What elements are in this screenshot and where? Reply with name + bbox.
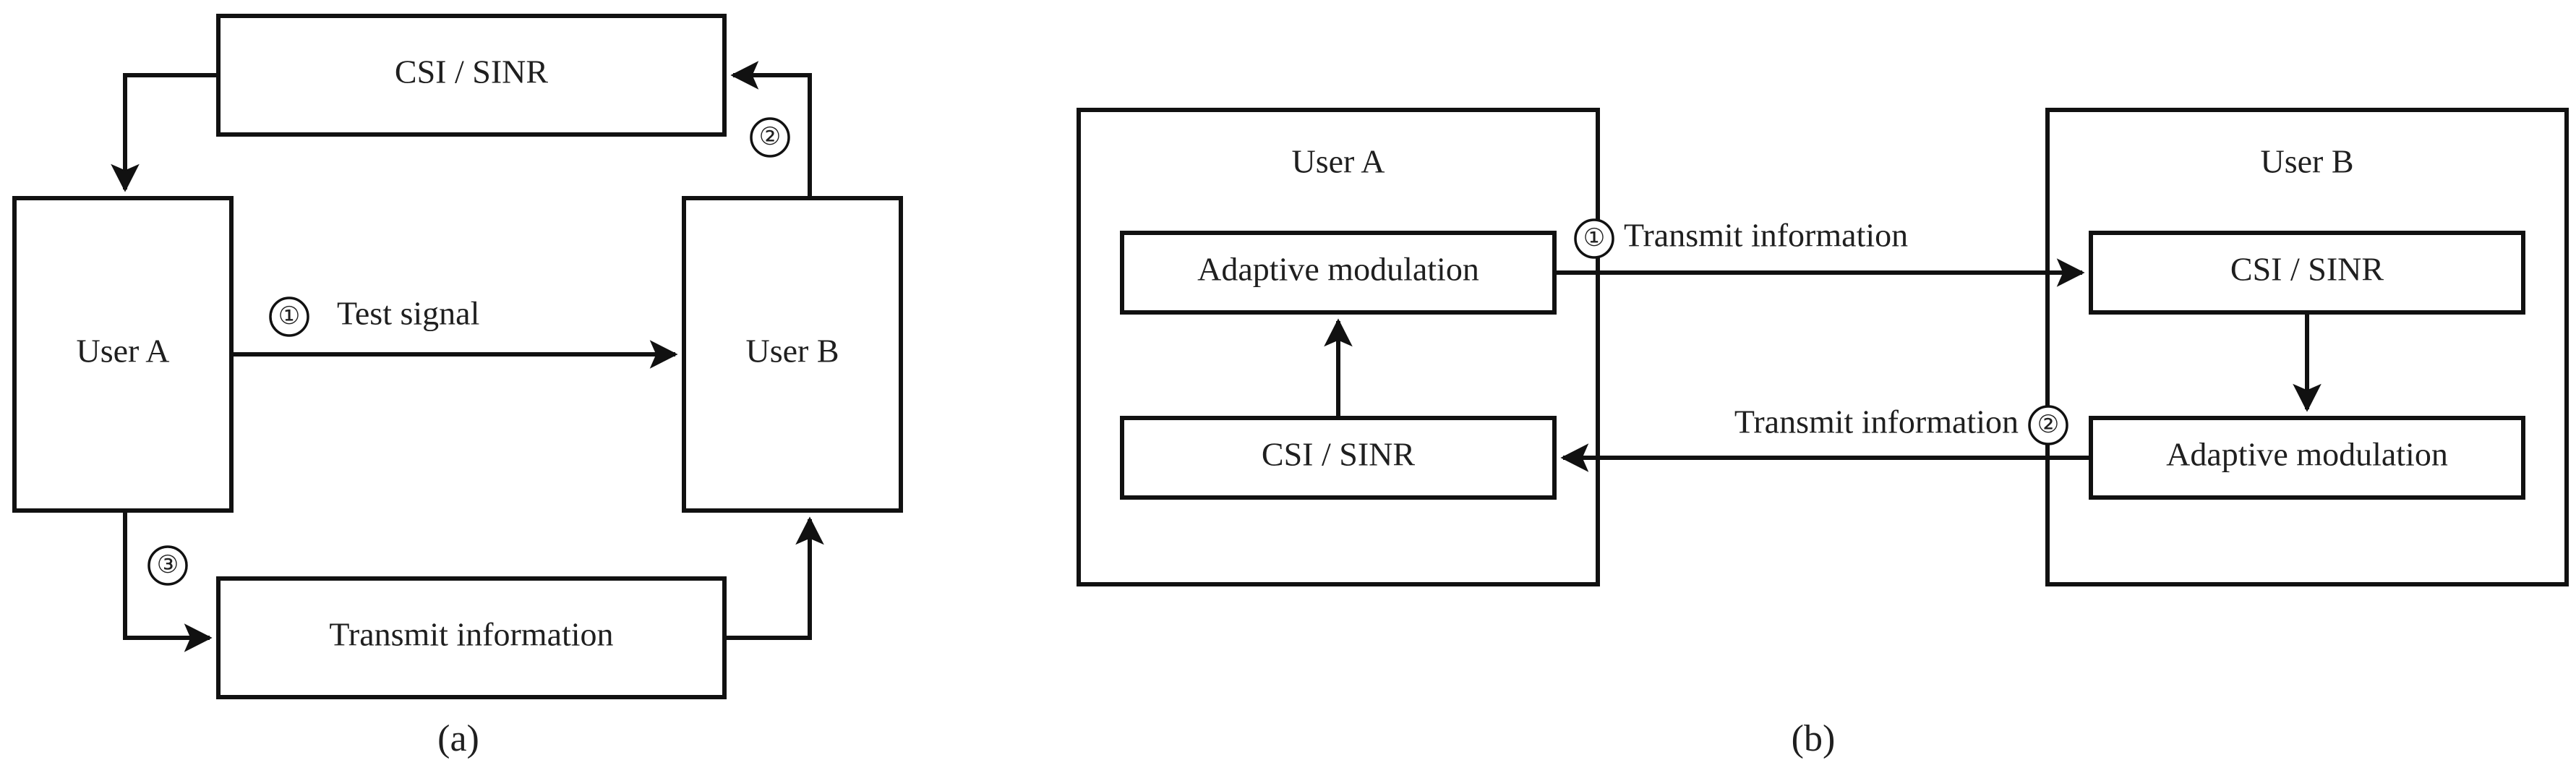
panel-a-edge-userb-to-csi xyxy=(730,61,812,198)
panel-a-marker-one xyxy=(269,296,309,337)
panel-a-marker-three xyxy=(147,545,188,586)
panel-b-user-b-title: User B xyxy=(2260,143,2353,180)
panel-a-edge-transmit-to-userb xyxy=(724,516,824,640)
panel-a-edge-label-test-signal: Test signal xyxy=(337,295,479,332)
panel-b-caption: (b) xyxy=(1792,718,1836,759)
panel-a-user-a-box[interactable] xyxy=(12,196,234,513)
panel-a-marker-two xyxy=(750,117,790,158)
panel-a-marker-two-text: ② xyxy=(759,124,781,150)
panel-b-user-a-adaptive-modulation-box[interactable] xyxy=(1120,231,1557,315)
panel-b-marker-one-text: ① xyxy=(1583,225,1605,252)
panel-b-user-b-adaptive-modulation-box[interactable] xyxy=(2089,416,2525,500)
panel-a-edge-csi-to-usera xyxy=(111,73,218,192)
panel-a-marker-one-text: ① xyxy=(278,303,300,330)
panel-b-edge-label-transmit-right: Transmit information xyxy=(1624,217,1908,254)
panel-b-marker-two-text: ② xyxy=(2037,411,2059,438)
panel-b-user-b-csi-sinr-box[interactable] xyxy=(2089,231,2525,315)
panel-a-user-a-label: User A xyxy=(76,333,169,370)
panel-b-group: User A User B Adaptive modulation CSI / … xyxy=(1077,108,2569,759)
panel-b-user-a-top-block-label: Adaptive modulation xyxy=(1197,251,1479,288)
panel-b-user-a-bottom-block-label: CSI / SINR xyxy=(1262,436,1415,473)
panel-b-user-b-top-block-label: CSI / SINR xyxy=(2230,251,2384,288)
panel-b-user-a-csi-sinr-box[interactable] xyxy=(1120,416,1557,500)
panel-a-user-b-box[interactable] xyxy=(682,196,903,513)
panel-a-caption: (a) xyxy=(437,718,479,759)
panel-b-user-a-title: User A xyxy=(1291,143,1385,180)
panel-b-user-b-bottom-block-label: Adaptive modulation xyxy=(2166,436,2448,473)
panel-a-csi-sinr-label: CSI / SINR xyxy=(395,54,548,90)
panel-a-edge-usera-to-transmit xyxy=(123,511,213,652)
panel-a-marker-three-text: ③ xyxy=(157,552,179,579)
panel-a-transmit-information-label: Transmit information xyxy=(329,616,613,653)
panel-a-user-b-label: User B xyxy=(745,333,839,370)
panel-a-group: CSI / SINR User A User B Transmit inform… xyxy=(12,14,903,759)
panel-b-marker-two xyxy=(2028,405,2068,445)
panel-a-csi-sinr-box[interactable] xyxy=(216,14,727,137)
panel-b-marker-one xyxy=(1574,218,1614,259)
panel-b-edge-label-transmit-left: Transmit information xyxy=(1734,404,2019,440)
